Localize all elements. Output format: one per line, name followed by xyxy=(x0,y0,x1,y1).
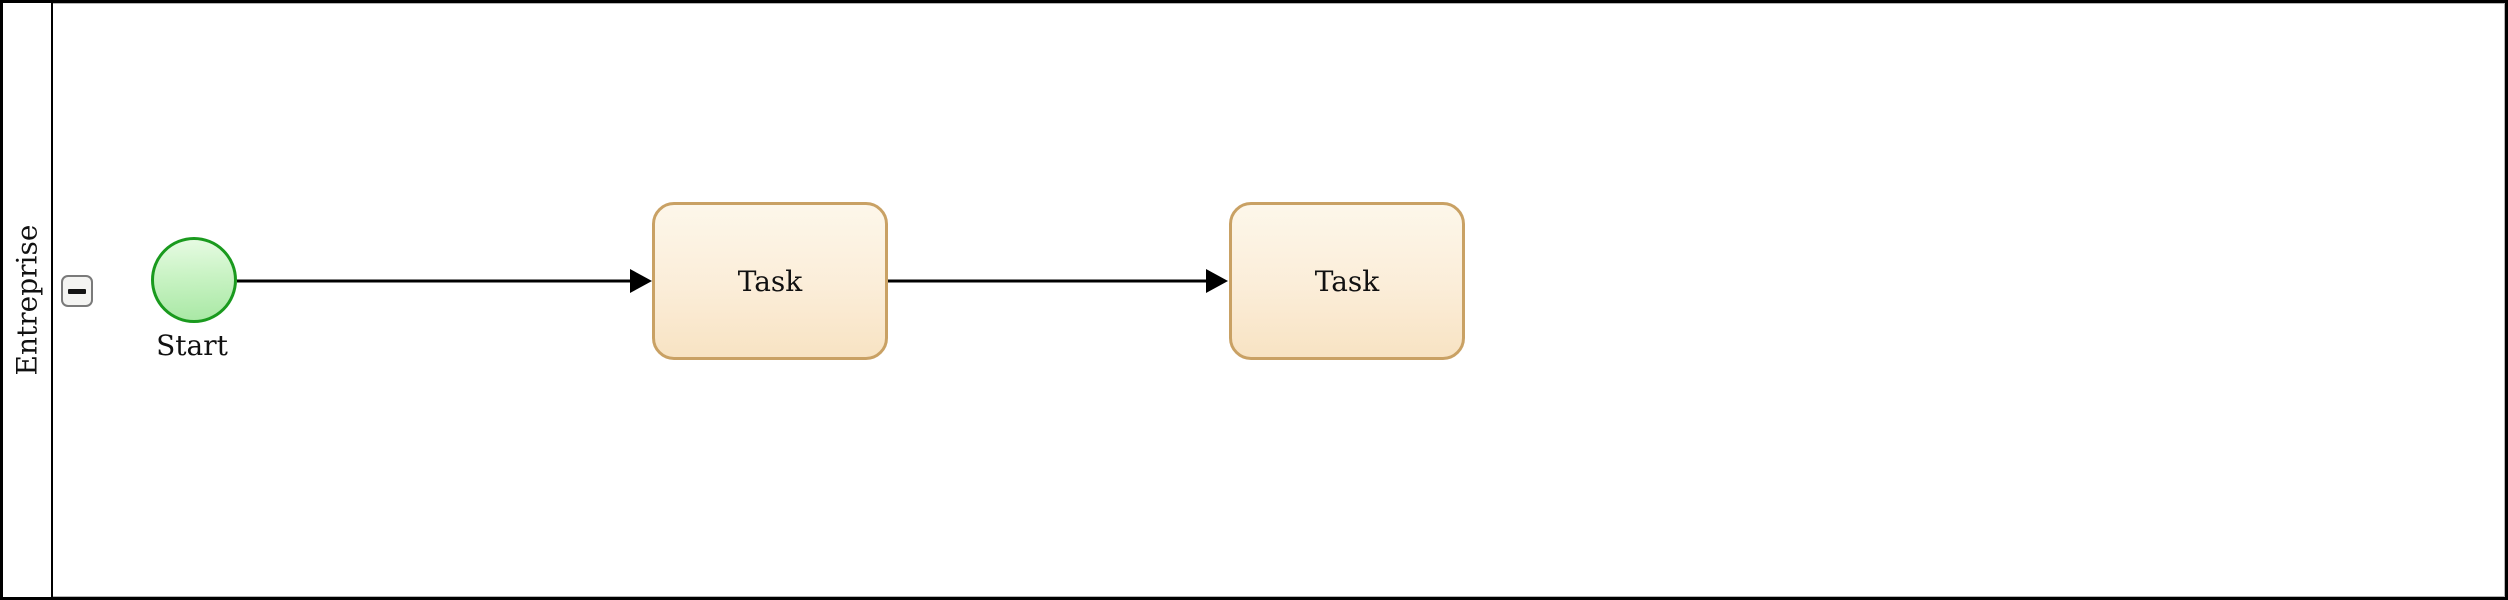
task-node-1[interactable]: Task xyxy=(652,202,888,360)
start-event-circle[interactable] xyxy=(151,237,237,323)
task-2-label: Task xyxy=(1314,264,1380,298)
pool-collapse-button[interactable] xyxy=(61,275,93,307)
task-1-label: Task xyxy=(737,264,803,298)
pool-header[interactable]: Entreprise xyxy=(3,3,53,597)
task-node-2[interactable]: Task xyxy=(1229,202,1465,360)
pool-label: Entreprise xyxy=(10,224,44,376)
lane xyxy=(53,3,2505,597)
start-event-label: Start xyxy=(156,329,228,362)
minus-icon xyxy=(68,288,86,294)
